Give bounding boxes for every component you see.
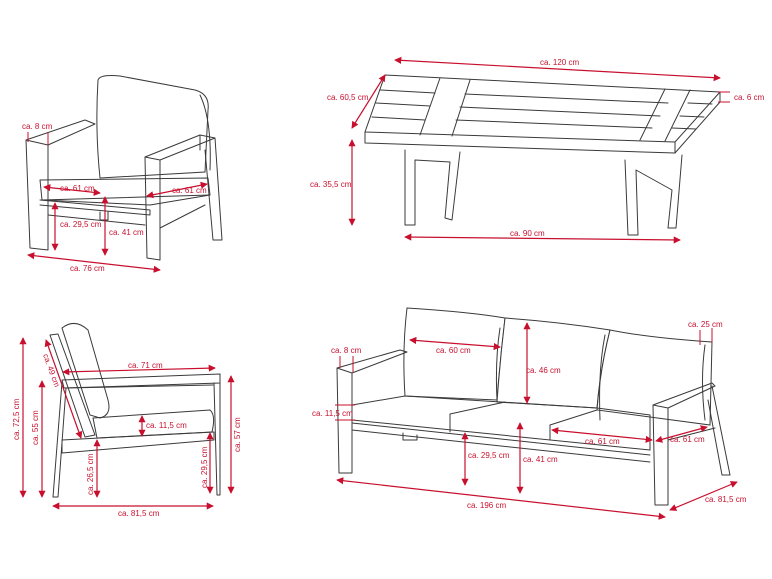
dim-label: ca. 120 cm bbox=[540, 58, 579, 67]
dim-label: ca. 76 cm bbox=[70, 264, 105, 273]
dim-label: ca. 81,5 cm bbox=[118, 509, 160, 518]
dim-label: ca. 29,5 cm bbox=[60, 220, 102, 229]
dim-label: ca. 11,5 cm bbox=[146, 421, 187, 430]
coffee-table: ca. 120 cm ca. 60,5 cm ca. 6 cm ca. 35,5… bbox=[310, 56, 765, 244]
armchair-side-view: ca. 72,5 cm ca. 55 cm ca. 49 cm ca. 71 c… bbox=[12, 323, 242, 518]
dim-label: ca. 29,5 cm bbox=[468, 451, 510, 460]
dim-label: ca. 72,5 cm bbox=[12, 398, 21, 440]
back-cushion bbox=[96, 75, 209, 179]
dim-label: ca. 8 cm bbox=[331, 346, 362, 355]
armchair-front-view: ca. 8 cm ca. 61 cm ca. 61 cm ca. 29,5 cm… bbox=[22, 75, 223, 273]
dim-label: ca. 8 cm bbox=[22, 122, 53, 131]
dim-label: ca. 61 cm bbox=[172, 186, 207, 195]
dim-label: ca. 46 cm bbox=[526, 366, 561, 375]
sofa: ca. 8 cm ca. 60 cm ca. 46 cm ca. 25 cm c… bbox=[312, 307, 747, 520]
dim-label: ca. 26,5 cm bbox=[86, 453, 95, 495]
dim-label: ca. 60,5 cm bbox=[327, 93, 369, 102]
dim-label: ca. 61 cm bbox=[585, 437, 620, 446]
dim-label: ca. 60 cm bbox=[436, 346, 471, 355]
dim-label: ca. 25 cm bbox=[688, 320, 723, 329]
dim-label: ca. 61 cm bbox=[60, 184, 95, 193]
dim-label: ca. 29,5 cm bbox=[200, 446, 209, 488]
right-arm bbox=[652, 382, 731, 506]
dim-label: ca. 90 cm bbox=[510, 229, 545, 238]
left-arm bbox=[336, 349, 408, 474]
table-top bbox=[364, 74, 721, 143]
dim-label: ca. 11,5 cm bbox=[312, 409, 353, 418]
dim-label: ca. 196 cm bbox=[467, 501, 506, 510]
dim-label: ca. 41 cm bbox=[523, 455, 558, 464]
dim-label: ca. 41 cm bbox=[109, 228, 144, 237]
left-arm bbox=[25, 119, 96, 251]
dim-label: ca. 55 cm bbox=[31, 410, 40, 445]
dim-label: ca. 57 cm bbox=[233, 417, 242, 452]
dim-label: ca. 6 cm bbox=[734, 93, 765, 102]
back-cushion-middle bbox=[496, 317, 611, 409]
dim-label: ca. 35,5 cm bbox=[310, 180, 352, 189]
left-leg bbox=[404, 149, 461, 226]
dim-label: ca. 61 cm bbox=[670, 435, 705, 444]
dim-label: ca. 71 cm bbox=[128, 361, 163, 370]
dim-label: ca. 49 cm bbox=[41, 353, 61, 389]
dim-label: ca. 81,5 cm bbox=[705, 495, 747, 504]
